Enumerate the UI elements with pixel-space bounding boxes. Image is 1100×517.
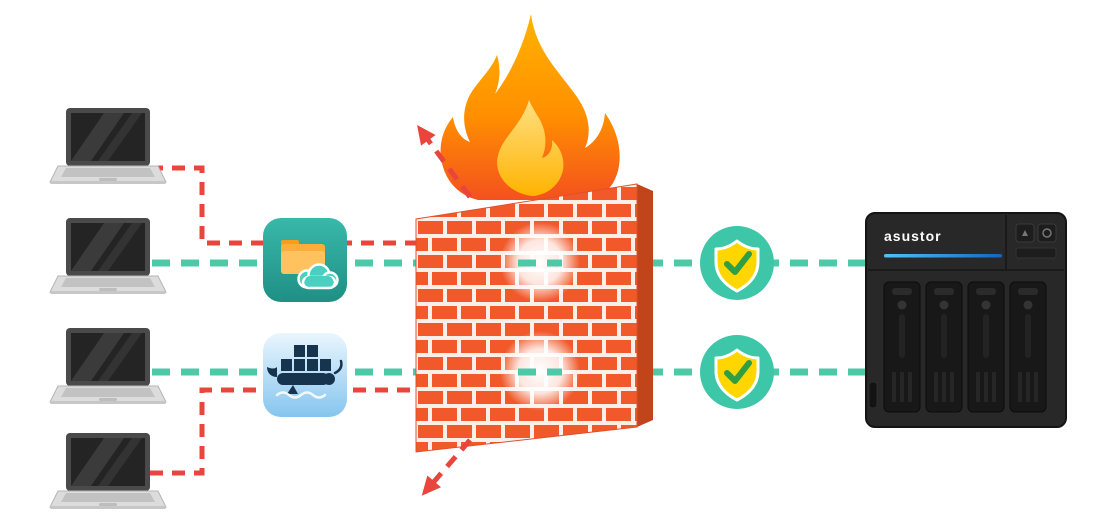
nas-button bbox=[1037, 223, 1057, 243]
nas-brand-label: asustor bbox=[884, 228, 942, 244]
drive-bay bbox=[967, 281, 1005, 413]
docker-app-icon bbox=[263, 333, 347, 417]
nas-drive-bays bbox=[883, 281, 1047, 413]
laptop-icon bbox=[49, 432, 167, 510]
cloud-icon bbox=[297, 263, 339, 290]
pass-through-glow bbox=[500, 222, 580, 411]
deflected-arrow-bottom bbox=[421, 438, 472, 496]
nas-device: asustor bbox=[865, 212, 1067, 428]
fire-icon bbox=[440, 14, 620, 200]
nas-power-button bbox=[868, 381, 878, 409]
nas-accent-line bbox=[884, 254, 1002, 258]
cloud-backup-app-icon bbox=[263, 218, 347, 302]
docker-whale-icon bbox=[267, 345, 343, 399]
deflected-arrow-top bbox=[417, 124, 473, 199]
blocked-line-laptop1 bbox=[150, 165, 416, 246]
laptop-icon bbox=[49, 327, 167, 405]
drive-bay bbox=[1009, 281, 1047, 413]
deflected-arrows bbox=[417, 124, 473, 496]
drive-bay bbox=[883, 281, 921, 413]
blocked-connections bbox=[150, 165, 416, 476]
laptop-icon bbox=[49, 107, 167, 185]
laptop-icon bbox=[49, 217, 167, 295]
shield-check-icon bbox=[700, 335, 774, 409]
drive-bay bbox=[925, 281, 963, 413]
shield-check-icon bbox=[700, 226, 774, 300]
firewall-brick-wall bbox=[415, 183, 653, 453]
